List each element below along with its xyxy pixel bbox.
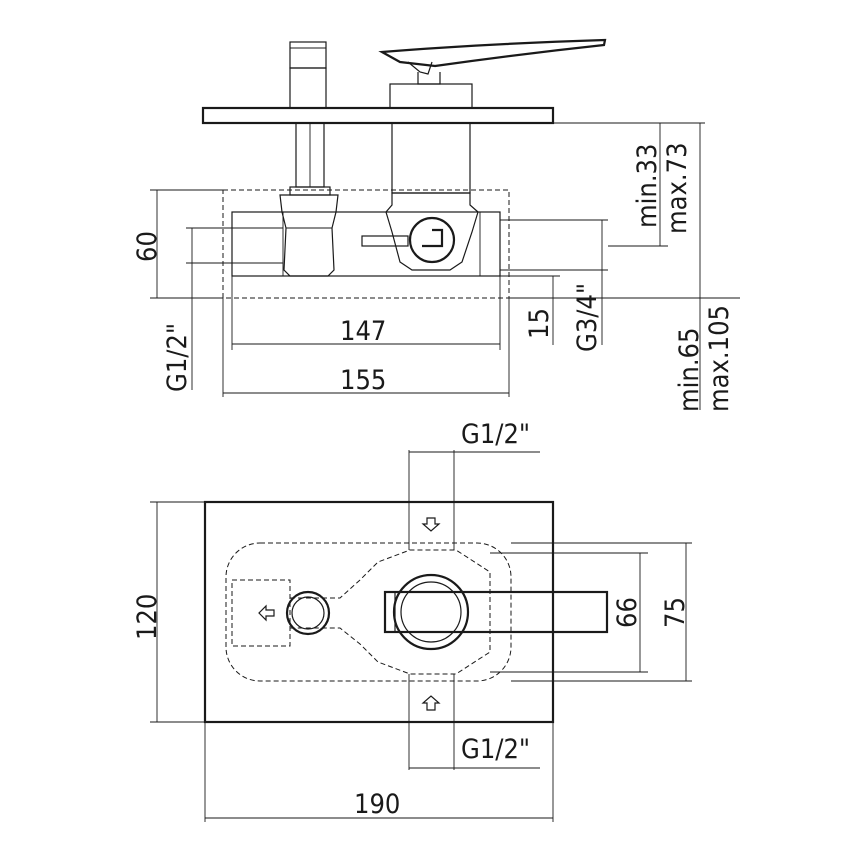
dim-inlet-thread-label: G1/2" (162, 323, 193, 392)
side-view: 60 G1/2" 147 155 15 G3/4" min.33 max.73 … (132, 38, 740, 412)
wall-plate (201, 106, 555, 125)
cartridge-lower (385, 192, 479, 271)
mixer-body (231, 211, 501, 277)
dim-front-width-label: 190 (354, 789, 400, 820)
install-box (222, 189, 510, 299)
dim-depth-min-label: min.33 (632, 144, 663, 228)
dim-front-height-label: 120 (132, 594, 163, 640)
diverter-knob-front (285, 590, 331, 636)
lever-handle (378, 38, 607, 68)
dim-width-outer-label: 155 (340, 365, 386, 396)
diverter-stem (289, 67, 327, 109)
thread-top-label: G1/2" (461, 419, 530, 450)
lever-front (383, 590, 609, 634)
dim-depth-max-label: max.73 (662, 142, 693, 234)
diverter-knob (289, 41, 327, 69)
dim-lever-height-label: 66 (612, 597, 643, 628)
front-plate (203, 500, 555, 724)
inlet-arrow-top (421, 517, 441, 532)
dim-rosette-height-label: 75 (660, 597, 691, 628)
dim-width-inner-label: 147 (340, 316, 386, 347)
inlet-arrow-bottom (421, 695, 441, 711)
thread-bottom-label: G1/2" (461, 734, 530, 765)
outlet-arrow (258, 604, 275, 622)
dim-outlet-thread-label: G3/4" (572, 283, 603, 352)
dim-total-max-label: max.105 (704, 305, 735, 412)
inlet-nut (279, 194, 339, 277)
front-body-outline (225, 542, 512, 682)
dim-total-min-label: min.65 (674, 328, 705, 412)
valve-stem (361, 235, 409, 247)
lever-cap (389, 83, 473, 109)
cartridge-body (391, 122, 471, 194)
front-view: G1/2" G1/2" 120 190 66 75 (132, 419, 692, 822)
diverter-box (231, 579, 291, 647)
dim-height-label: 60 (132, 231, 163, 262)
dim-bottom-offset-label: 15 (524, 308, 555, 339)
rosette (392, 573, 470, 651)
valve-circle (408, 216, 456, 264)
